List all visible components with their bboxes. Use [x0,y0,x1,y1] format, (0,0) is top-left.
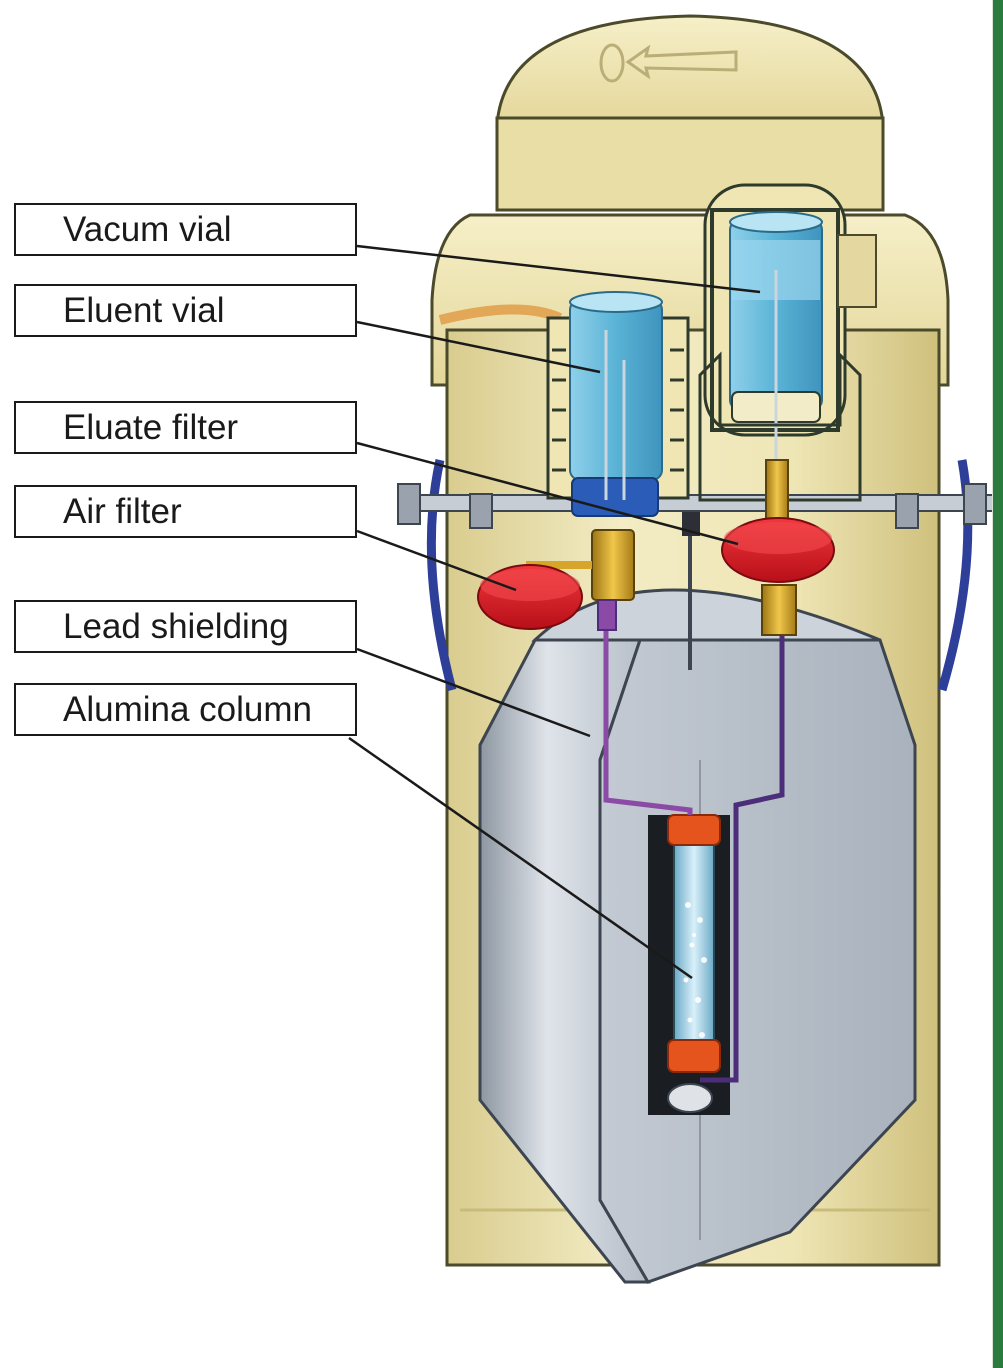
label-lead-shielding: Lead shielding [14,600,357,653]
label-air-filter: Air filter [14,485,357,538]
leader-alumina-column [348,736,693,980]
outlet-tube [700,630,785,1083]
eluent-vial [569,299,663,481]
leader-eluent-vial [356,320,601,374]
column-cap-top [667,814,721,846]
handle-left [426,459,457,692]
leader-eluate-filter [356,441,739,546]
lid-arrow-mark [599,43,738,83]
page-edge-highlight [992,0,993,1368]
label-eluate-filter: Eluate filter [14,401,357,454]
lead-right-face [598,638,917,1284]
leader-air-filter [356,529,517,592]
label-vacum-vial: Vacum vial [14,203,357,256]
inlet-tube [603,630,693,815]
page-edge-bar [993,0,1003,1368]
lid-dome [495,14,885,127]
eluent-needle-fitting [591,529,635,601]
label-eluent-vial: Eluent vial [14,284,357,337]
leader-vacum-vial [356,244,761,294]
label-alumina-column: Alumina column [14,683,357,736]
column-cap-bottom [667,1039,721,1073]
leader-lead-shielding [356,647,591,738]
